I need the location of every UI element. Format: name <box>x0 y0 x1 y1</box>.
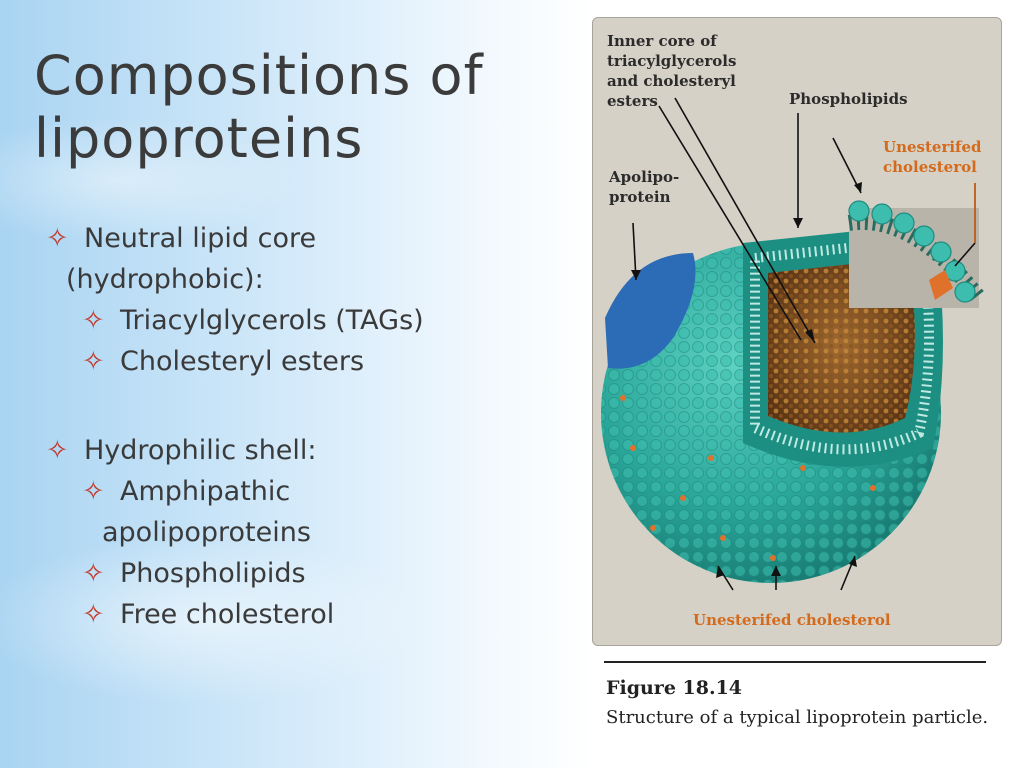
title-line-2: lipoproteins <box>34 107 364 170</box>
title-line-1: Compositions of <box>34 44 484 107</box>
bullet-text: Triacylglycerols (TAGs) <box>120 305 424 336</box>
bullet-neutral-core: ✧ Neutral lipid core (hydrophobic): <box>46 218 566 300</box>
bullet-free-cholesterol: ✧ Free cholesterol <box>46 594 566 635</box>
diamond-star-icon: ✧ <box>82 558 105 589</box>
cholesterol-molecule <box>929 270 953 300</box>
bullet-text: Cholesteryl esters <box>120 346 365 377</box>
diamond-star-icon: ✧ <box>82 599 105 630</box>
unesterified-cholesterol-top-label: Unesterifed cholesterol <box>883 138 987 176</box>
bullet-text-continued: (hydrophobic): <box>66 264 264 295</box>
slide-title: Compositions of lipoproteins <box>34 44 554 170</box>
diamond-star-icon: ✧ <box>82 476 105 507</box>
lipoprotein-figure: Inner core of triacylglycerols and chole… <box>592 17 1002 646</box>
phospholipids-label: Phospholipids <box>789 90 908 108</box>
bullet-text: Neutral lipid core <box>84 223 317 254</box>
bullet-text: Phospholipids <box>120 558 306 589</box>
bullet-cholesteryl-esters: ✧ Cholesteryl esters <box>46 341 566 382</box>
diamond-star-icon: ✧ <box>46 223 69 254</box>
bullet-text: Amphipathic <box>120 476 291 507</box>
bullet-list: ✧ Neutral lipid core (hydrophobic): ✧ Tria… <box>46 218 566 635</box>
bullet-hydrophilic-shell: ✧ Hydrophilic shell: <box>46 430 566 471</box>
bullet-phospholipids: ✧ Phospholipids <box>46 553 566 594</box>
apolipoprotein-shape <box>605 253 696 369</box>
bullet-text: Free cholesterol <box>120 599 335 630</box>
bullet-apolipoproteins: ✧ Amphipathic apolipoproteins <box>46 471 566 553</box>
diamond-star-icon: ✧ <box>46 435 69 466</box>
membrane-inset <box>847 200 986 308</box>
lipoprotein-illustration: Inner core of triacylglycerols and chole… <box>601 32 987 629</box>
unesterified-cholesterol-bottom-label: Unesterifed cholesterol <box>693 611 891 629</box>
bullet-text-continued: apolipoproteins <box>102 517 311 548</box>
apolipoprotein-label: Apolipo- protein <box>608 168 684 206</box>
diamond-star-icon: ✧ <box>82 346 105 377</box>
bullet-tags: ✧ Triacylglycerols (TAGs) <box>46 300 566 341</box>
diamond-star-icon: ✧ <box>82 305 105 336</box>
inner-core-label: Inner core of triacylglycerols and chole… <box>607 32 742 110</box>
caption-divider <box>604 661 986 663</box>
figure-number: Figure 18.14 <box>606 677 743 699</box>
bullet-text: Hydrophilic shell: <box>84 435 317 466</box>
figure-caption: Structure of a typical lipoprotein parti… <box>606 707 989 728</box>
